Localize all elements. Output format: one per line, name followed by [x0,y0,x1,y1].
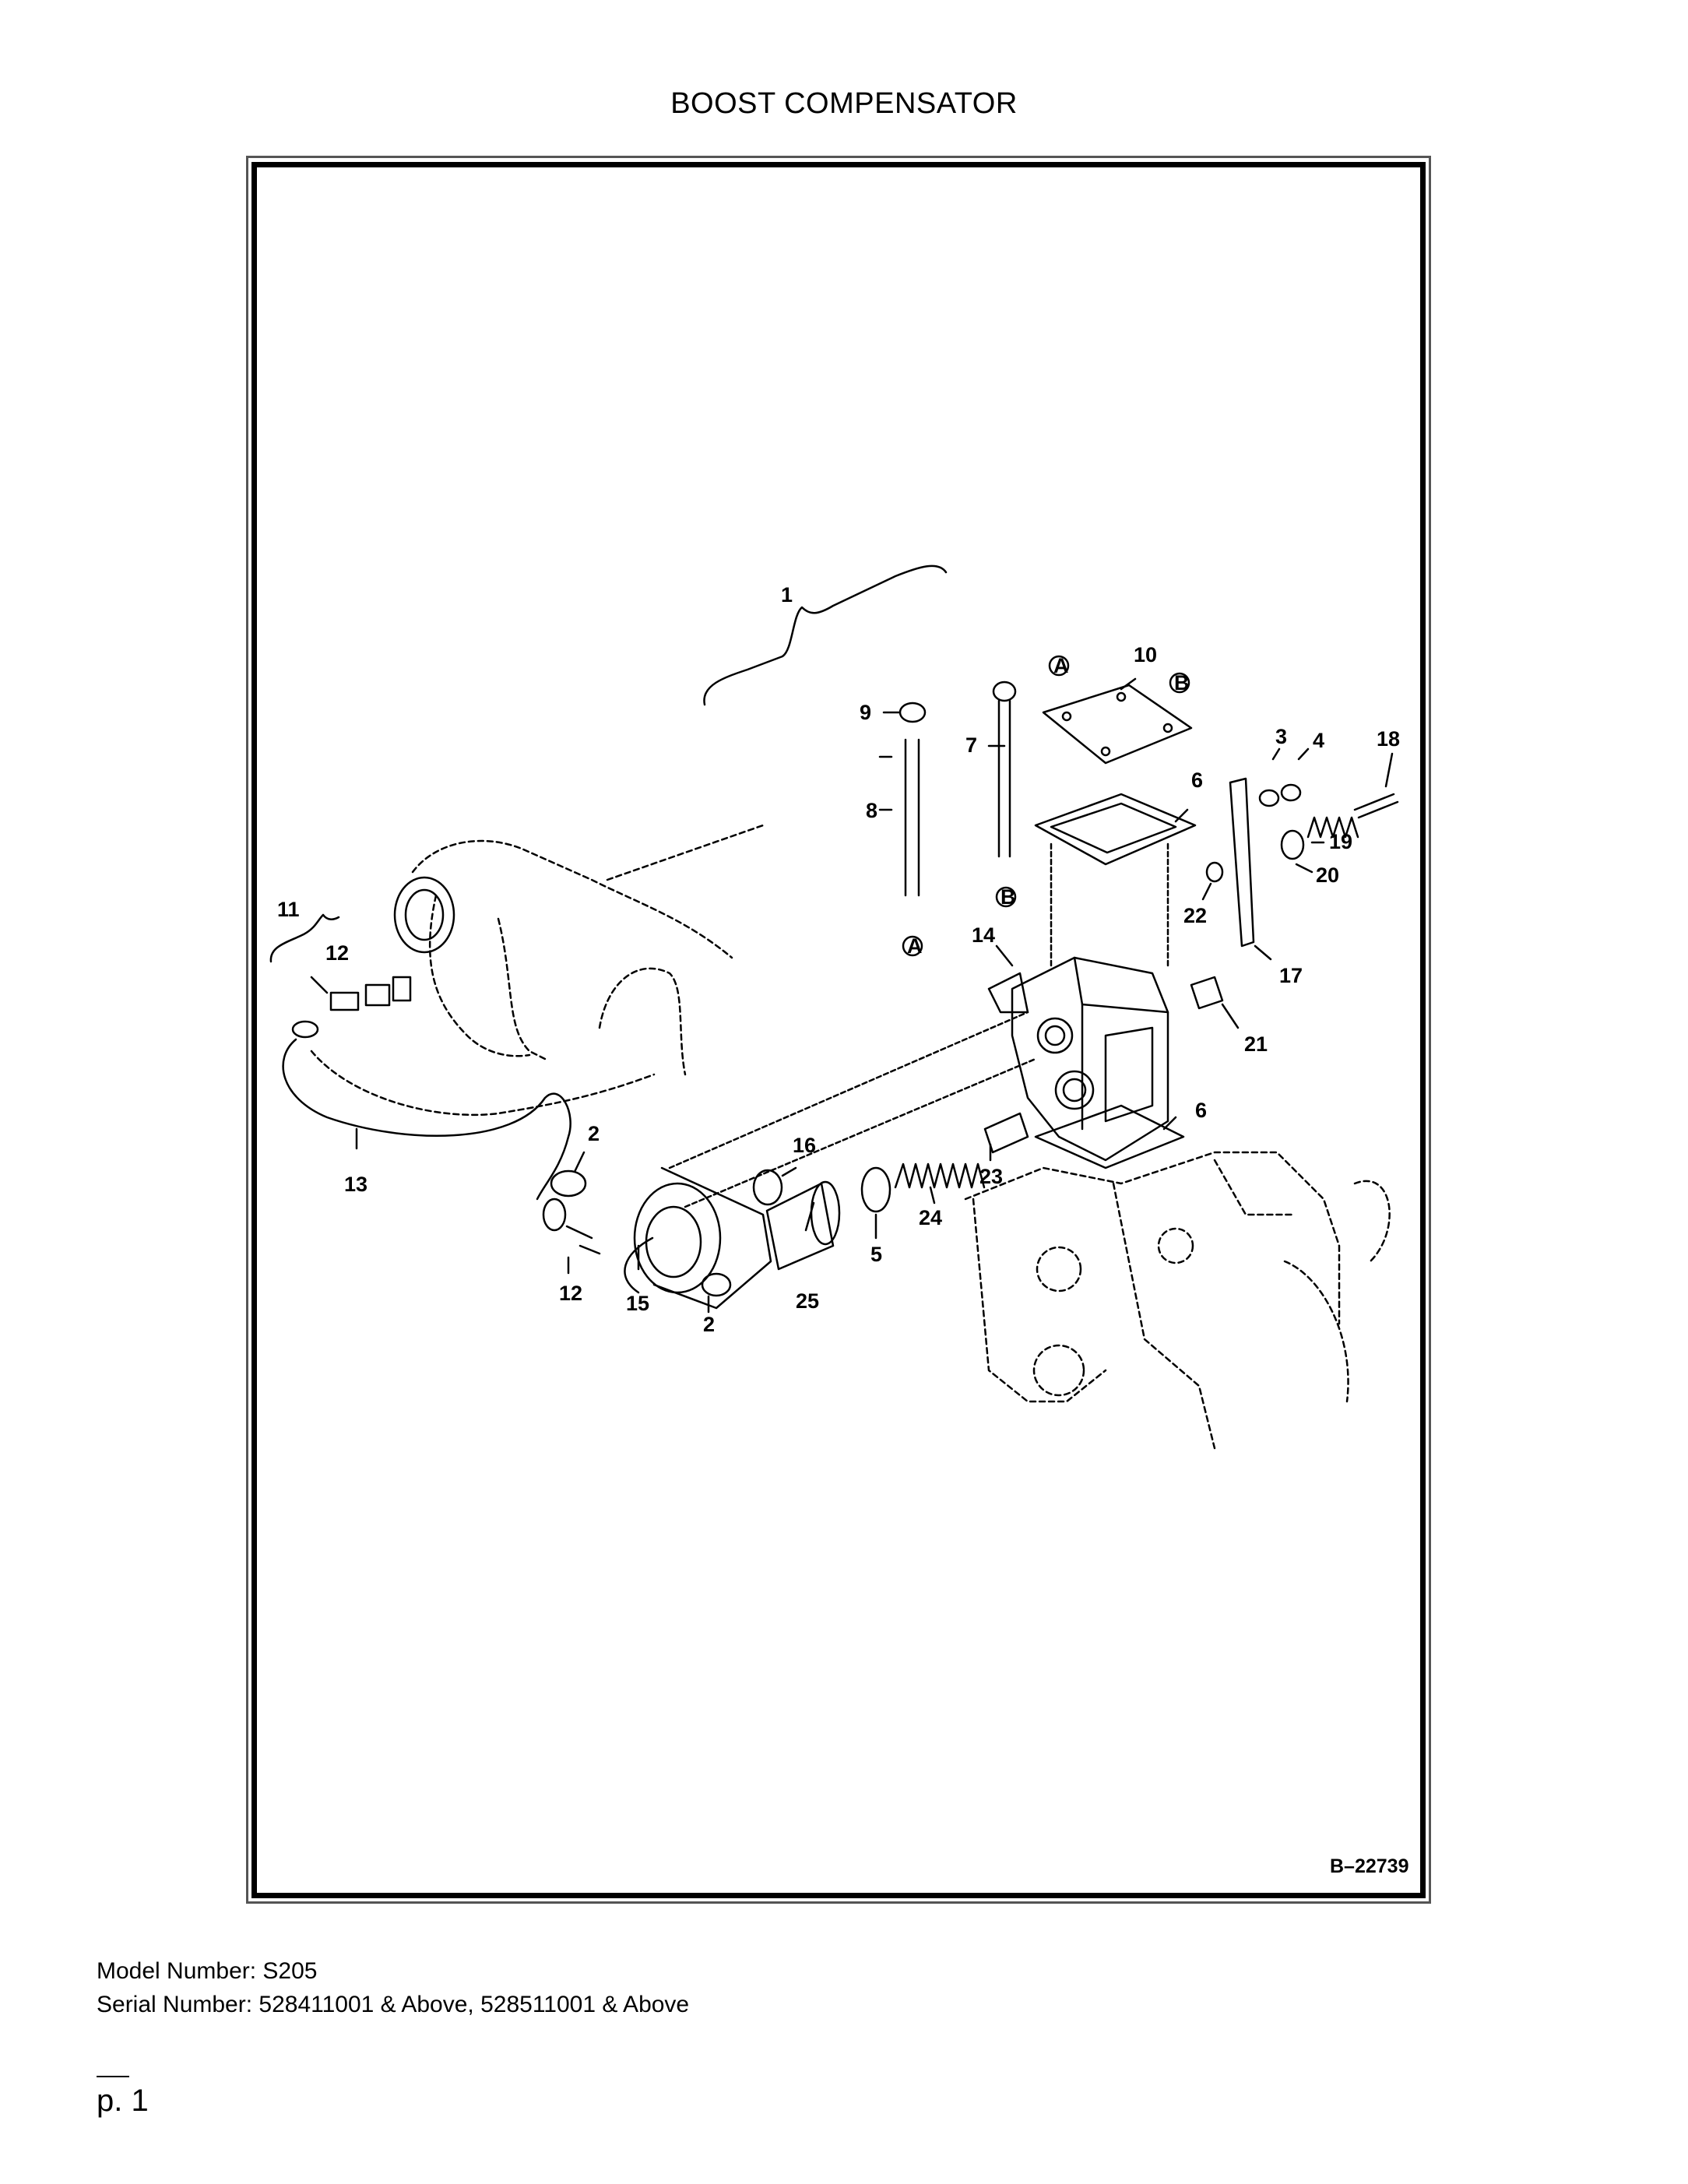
serial-number: Serial Number: 528411001 & Above, 528511… [97,1992,690,2017]
page-rule [97,2076,129,2077]
callout-11: 11 [277,898,300,921]
callout-14: 14 [972,923,995,947]
compensator-body-14 [987,956,1169,1162]
washer-5 [860,1166,891,1213]
callout-17: 17 [1279,964,1303,987]
fitting-2b [701,1272,732,1297]
bracket-17 [1229,777,1255,948]
nut-21 [1190,976,1224,1010]
ref-a-1: A [1053,654,1069,677]
callout-4: 4 [1313,729,1324,752]
callout-24: 24 [919,1206,942,1229]
callout-1: 1 [781,583,793,607]
callout-25: 25 [796,1289,819,1313]
gasket-6-lower [1034,1104,1185,1169]
callout-19: 19 [1329,830,1352,853]
callout-5: 5 [870,1243,882,1266]
ref-a-circle-1 [1048,655,1070,677]
callout-16: 16 [793,1134,816,1157]
callout-13: 13 [344,1173,367,1196]
callout-8: 8 [866,799,877,822]
part-16 [752,1169,783,1206]
part-25 [765,1182,835,1271]
stud-8 [904,738,920,897]
callout-21: 21 [1244,1032,1268,1056]
screw-18 [1353,793,1399,819]
bolt-7 [992,681,1017,702]
callout-9: 9 [860,701,871,724]
callout-12-upper: 12 [325,941,349,965]
ref-a-circle-2 [902,935,923,957]
figure-frame [251,162,1426,1898]
spring-19 [1306,816,1359,839]
callout-6-upper: 6 [1191,768,1203,792]
engine-housing-outline [310,824,765,1117]
pulley-outline [393,876,455,954]
page-number: p. 1 [97,2084,149,2118]
spring-24 [894,1162,986,1189]
fitting-2a [550,1169,587,1198]
ref-a-2: A [907,934,923,958]
cover-10 [1042,684,1193,765]
callout-7: 7 [965,733,977,757]
ref-b-2: B [1000,885,1016,909]
callout-3: 3 [1275,725,1287,748]
page-title: BOOST COMPENSATOR [670,87,1018,120]
callout-18: 18 [1377,727,1400,751]
callout-22: 22 [1183,904,1207,927]
hose-13 [282,1038,571,1201]
callout-6-lower: 6 [1195,1099,1207,1122]
bracket-1 [703,564,948,706]
callout-23: 23 [979,1165,1003,1188]
washer-3 [1258,789,1280,807]
callout-10: 10 [1134,643,1157,666]
callout-20: 20 [1316,863,1339,887]
callout-2-upper: 2 [588,1122,600,1145]
ref-b-circle-2 [995,886,1017,908]
callout-2-lower: 2 [703,1313,715,1336]
fitting-12-upper [329,991,360,1011]
engine-block-lower [964,1151,1349,1450]
figure-code: B–22739 [1330,1855,1409,1877]
nut-9 [899,702,927,723]
callout-15: 15 [626,1292,649,1315]
nut-22 [1205,861,1224,883]
nut-20 [1280,829,1305,860]
model-number: Model Number: S205 [97,1958,318,1984]
ref-b-circle-1 [1169,672,1190,694]
ref-b-1: B [1174,671,1190,695]
gasket-6-upper [1034,793,1197,866]
figure-frame-outer [246,156,1431,1904]
washer-4 [1280,783,1302,802]
callout-12-lower: 12 [559,1282,582,1305]
bracket-11 [269,913,340,963]
